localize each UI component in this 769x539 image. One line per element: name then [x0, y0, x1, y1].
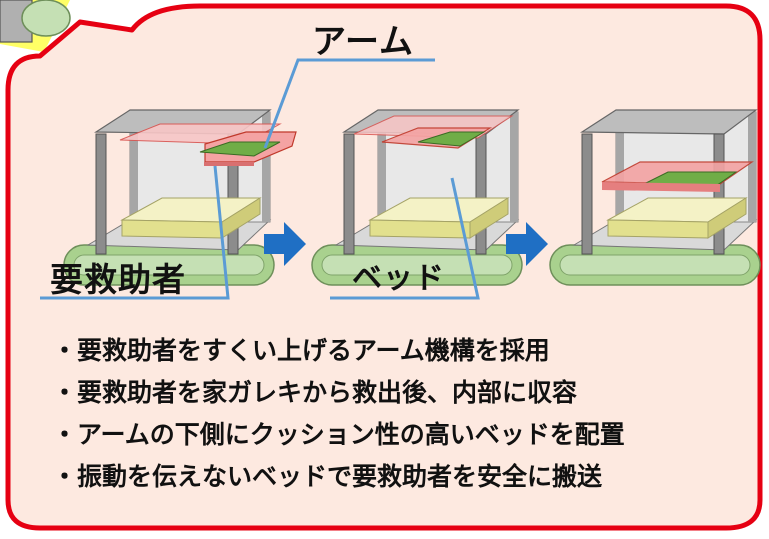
- arm-callout-line: [263, 58, 435, 149]
- rescuee-label: 要救助者: [50, 260, 186, 299]
- bullet-item: ・要救助者を家ガレキから救出後、内部に収容: [52, 378, 578, 407]
- callout-lines: [40, 58, 480, 300]
- arm-extended: [119, 123, 297, 166]
- arrow-right-icon: [264, 222, 306, 266]
- bullet-item: ・振動を伝えないベッドで要救助者を安全に搬送: [52, 462, 603, 491]
- arm-lowered: [601, 161, 754, 192]
- corner-decoration: [0, 0, 71, 52]
- bed-label: ベッド: [352, 261, 445, 296]
- arm-retracted: [353, 115, 514, 149]
- arrow-right-icon: [506, 222, 548, 266]
- arm-label: アーム: [312, 22, 414, 62]
- bullet-item: ・アームの下側にクッション性の高いベッドを配置: [52, 420, 625, 449]
- bullet-item: ・要救助者をすくい上げるアーム機構を採用: [52, 336, 550, 365]
- bed-callout-line: [330, 177, 480, 300]
- robot-stored: [549, 109, 761, 286]
- robot-arm-extended: [63, 109, 297, 286]
- feature-bullet-list: ・要救助者をすくい上げるアーム機構を採用 ・要救助者を家ガレキから救出後、内部に…: [52, 330, 625, 498]
- robot-arm-retracted: [311, 109, 523, 286]
- rescuee-callout-line: [40, 165, 230, 300]
